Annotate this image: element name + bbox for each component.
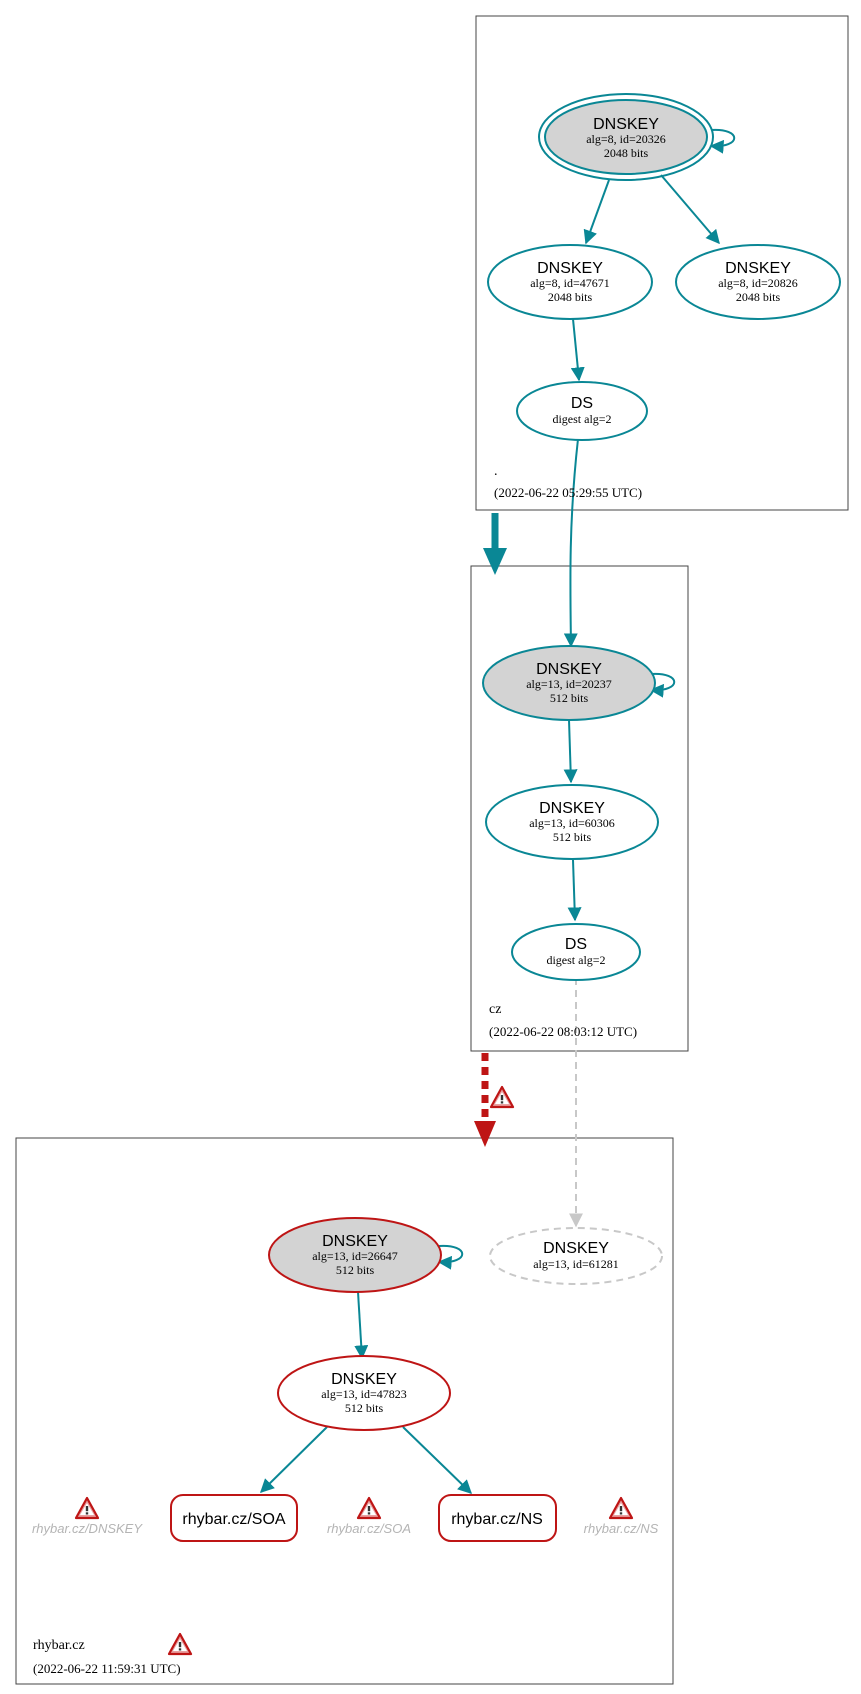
zone-rhybar-name: rhybar.cz <box>33 1638 85 1653</box>
node-root-ds: DS digest alg=2 <box>516 381 648 441</box>
node-rh-missing-title: DNSKEY <box>543 1240 609 1257</box>
warning-soa-label: rhybar.cz/SOA <box>327 1521 411 1536</box>
warning-ns: rhybar.cz/NS <box>584 1496 659 1536</box>
node-root-zsk1-bits: 2048 bits <box>548 290 593 304</box>
edge-cz-zsk-to-ds <box>567 859 582 922</box>
delegation-root-to-cz-arrowhead <box>483 548 507 575</box>
warning-ns-label: rhybar.cz/NS <box>584 1521 659 1536</box>
warning-triangle-icon <box>489 1085 515 1109</box>
edge-root-ds-to-cz-ksk <box>563 438 579 648</box>
node-rh-missing-key: DNSKEY alg=13, id=61281 <box>489 1227 663 1285</box>
zone-cz-timestamp: (2022-06-22 08:03:12 UTC) <box>489 1024 637 1039</box>
edge-rh-zsk-to-ns <box>402 1426 473 1494</box>
zone-cz-cluster <box>470 565 689 1052</box>
node-rh-ns: rhybar.cz/NS <box>438 1494 557 1542</box>
node-root-zsk-47671: DNSKEY alg=8, id=47671 2048 bits <box>487 244 653 320</box>
node-root-ksk-detail: alg=8, id=20326 <box>586 132 666 146</box>
warning-triangle-icon <box>608 1496 634 1520</box>
warning-soa: rhybar.cz/SOA <box>327 1496 411 1536</box>
node-cz-ds-title: DS <box>565 936 587 953</box>
node-cz-ksk: DNSKEY alg=13, id=20237 512 bits <box>482 645 656 721</box>
node-cz-zsk-bits: 512 bits <box>553 830 592 844</box>
node-root-zsk2-title: DNSKEY <box>725 260 791 277</box>
node-cz-ds-detail: digest alg=2 <box>546 953 605 967</box>
node-cz-zsk: DNSKEY alg=13, id=60306 512 bits <box>485 784 659 860</box>
warning-dnskey-label: rhybar.cz/DNSKEY <box>32 1521 143 1536</box>
node-root-zsk1-title: DNSKEY <box>537 260 603 277</box>
edge-root-ksk-self <box>709 128 736 154</box>
node-cz-ds: DS digest alg=2 <box>511 923 641 981</box>
zone-root-timestamp: (2022-06-22 05:29:55 UTC) <box>494 485 642 500</box>
node-rh-ksk-bits: 512 bits <box>336 1263 375 1277</box>
node-cz-zsk-detail: alg=13, id=60306 <box>529 816 615 830</box>
zone-cz-name: cz <box>489 1002 501 1017</box>
node-rh-soa-label: rhybar.cz/SOA <box>182 1511 285 1528</box>
zone-rhybar-cluster <box>15 1137 674 1685</box>
edge-cz-ksk-to-zsk <box>563 719 578 784</box>
node-root-ksk: DNSKEY alg=8, id=20326 2048 bits <box>538 93 714 181</box>
edge-rh-ksk-to-zsk <box>354 1291 369 1360</box>
node-rh-soa: rhybar.cz/SOA <box>170 1494 298 1542</box>
edge-root-zsk1-to-ds <box>570 318 585 382</box>
node-root-ds-title: DS <box>571 395 593 412</box>
node-root-zsk-20826: DNSKEY alg=8, id=20826 2048 bits <box>675 244 841 320</box>
zone-rhybar-timestamp: (2022-06-22 11:59:31 UTC) <box>33 1661 181 1676</box>
warning-triangle-icon <box>356 1496 382 1520</box>
node-rh-zsk-bits: 512 bits <box>345 1401 384 1415</box>
node-rh-missing-detail: alg=13, id=61281 <box>533 1257 619 1271</box>
node-root-zsk2-detail: alg=8, id=20826 <box>718 276 798 290</box>
node-rh-zsk-detail: alg=13, id=47823 <box>321 1387 407 1401</box>
node-cz-zsk-title: DNSKEY <box>539 800 605 817</box>
node-root-ksk-bits: 2048 bits <box>604 146 649 160</box>
node-root-zsk2-bits: 2048 bits <box>736 290 781 304</box>
edge-root-ksk-to-zsk1 <box>583 179 610 245</box>
delegation-cz-to-rhybar-arrowhead <box>474 1121 496 1147</box>
zone-root-name: . <box>494 464 498 479</box>
edge-rh-ksk-self <box>437 1244 464 1270</box>
node-root-zsk1-detail: alg=8, id=47671 <box>530 276 610 290</box>
node-rh-ksk-title: DNSKEY <box>322 1233 388 1250</box>
node-cz-ksk-bits: 512 bits <box>550 691 589 705</box>
node-rh-ksk: DNSKEY alg=13, id=26647 512 bits <box>268 1217 442 1293</box>
edge-root-ksk-to-zsk2 <box>660 174 720 245</box>
zone-root-cluster <box>475 15 849 511</box>
warning-triangle-icon <box>74 1496 100 1520</box>
edge-rh-zsk-to-soa <box>260 1426 328 1493</box>
node-rh-zsk: DNSKEY alg=13, id=47823 512 bits <box>277 1355 451 1431</box>
edge-cz-ksk-self <box>649 672 676 698</box>
warning-triangle-icon <box>167 1632 193 1656</box>
node-rh-ns-label: rhybar.cz/NS <box>451 1511 543 1528</box>
node-cz-ksk-title: DNSKEY <box>536 661 602 678</box>
node-rh-ksk-detail: alg=13, id=26647 <box>312 1249 398 1263</box>
node-root-ds-detail: digest alg=2 <box>552 412 611 426</box>
node-rh-zsk-title: DNSKEY <box>331 1371 397 1388</box>
node-cz-ksk-detail: alg=13, id=20237 <box>526 677 612 691</box>
node-root-ksk-title: DNSKEY <box>593 116 659 133</box>
warning-dnskey: rhybar.cz/DNSKEY <box>32 1496 143 1536</box>
